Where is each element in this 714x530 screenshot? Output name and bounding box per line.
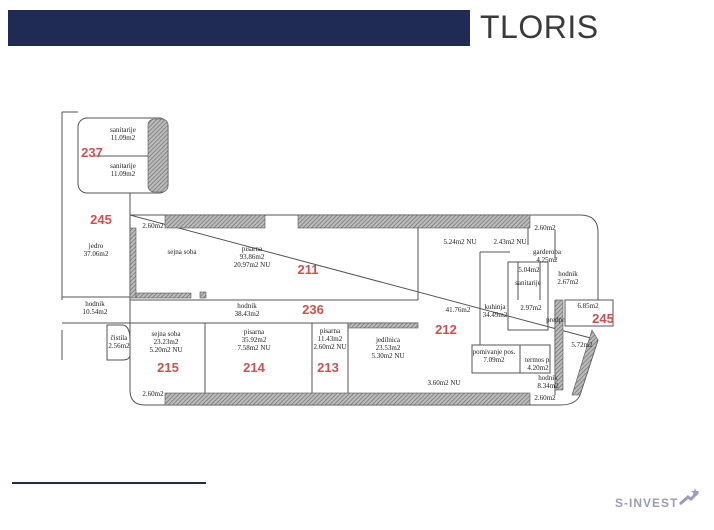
area-label: 3.60m2 NU — [427, 379, 461, 387]
room-number-237: 237 — [81, 145, 103, 160]
area-label: 5.72m2 — [571, 341, 593, 349]
area-label: 6.85m2 — [577, 302, 599, 310]
area-label: 41.76m2 — [445, 306, 471, 314]
room-number-245: 245 — [90, 212, 112, 227]
footer-rule — [12, 482, 206, 484]
area-label: 2.60m2 — [534, 224, 556, 232]
room-number-245-right: 245 — [592, 311, 614, 326]
area-label: 2.60m2 — [534, 394, 556, 402]
header-bar — [8, 10, 470, 46]
room-label: termos p.4.20m2 — [524, 356, 552, 372]
room-label: predpr. — [546, 316, 566, 324]
logo-star-icon — [679, 488, 700, 506]
room-number-215: 215 — [157, 360, 179, 375]
room-label: sanitarije — [515, 279, 541, 287]
slide-title: TLORIS — [480, 9, 599, 45]
room-number-212: 212 — [435, 322, 457, 337]
area-label: 2.60m2 — [142, 390, 164, 398]
room-label: sejna soba — [167, 248, 197, 256]
area-label: 5.24m2 NU — [443, 238, 477, 246]
room-number-236: 236 — [302, 302, 324, 317]
area-label: 2.97m2 — [520, 304, 542, 312]
area-label: 2.43m2 NU — [493, 238, 527, 246]
room-number-214: 214 — [243, 360, 265, 375]
area-label: 2.60m2 — [142, 222, 164, 230]
room-number-213: 213 — [317, 360, 339, 375]
area-label: 5.04m2 — [518, 266, 540, 274]
room-number-211: 211 — [297, 262, 319, 277]
room-label: pomivanje pos.7.09m2 — [472, 348, 516, 364]
s-invest-logo: S-INVEST — [615, 496, 679, 510]
